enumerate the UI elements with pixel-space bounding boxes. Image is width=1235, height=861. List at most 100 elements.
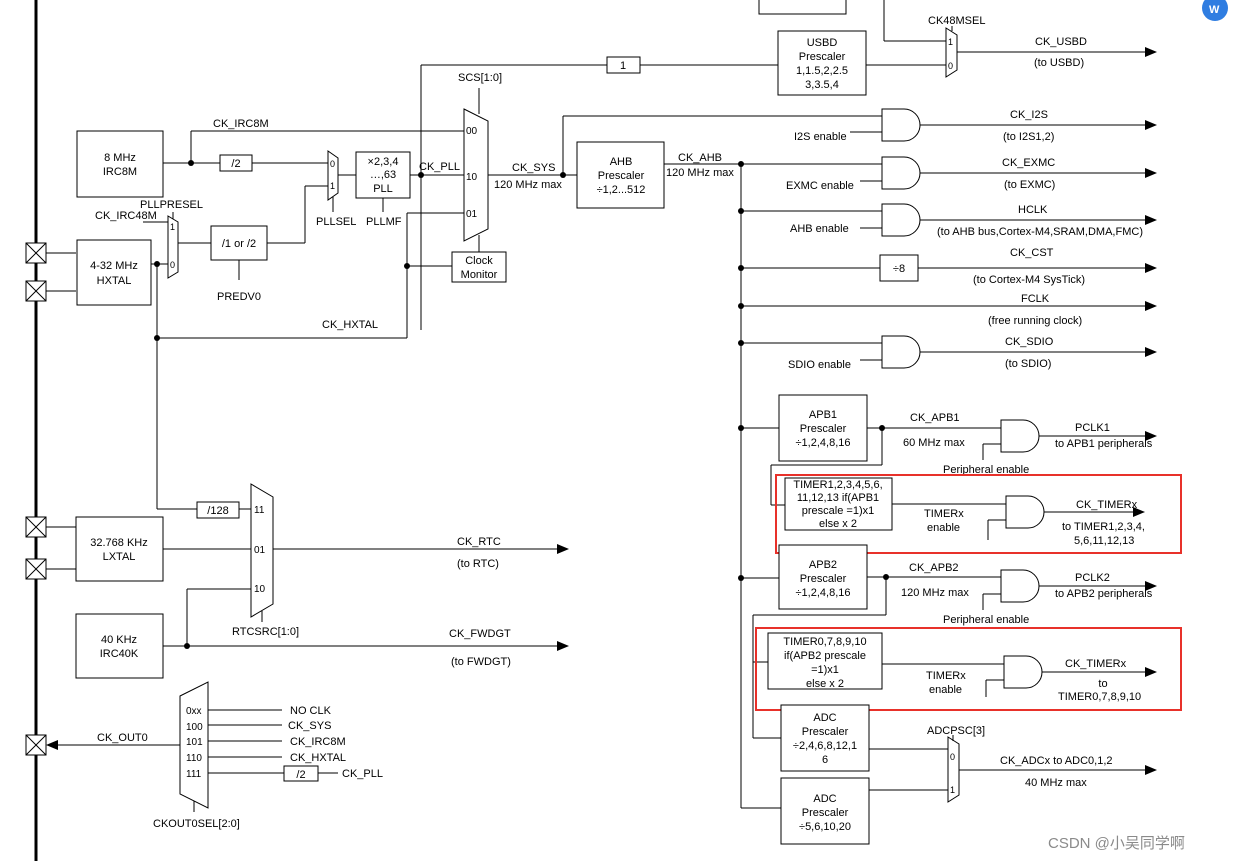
ck-apb2-label: CK_APB2: [909, 562, 959, 574]
to-rtc-label: (to RTC): [457, 558, 499, 570]
i2s-enable-label: I2S enable: [794, 131, 847, 143]
timer0-box-3: =1)x1: [811, 664, 839, 676]
scs-label: SCS[1:0]: [458, 72, 502, 84]
pllmf-label: PLLMF: [366, 216, 402, 228]
ahb-max-label: 120 MHz max: [666, 167, 734, 179]
sys-max-label: 120 MHz max: [494, 179, 562, 191]
rtc-mux: [250, 483, 274, 618]
rtc-mux-in01: 01: [254, 545, 266, 556]
lxtal-label-1: 32.768 KHz: [90, 537, 147, 549]
adc-mux-in1: 1: [950, 785, 955, 795]
ck-irc48m-label: CK_IRC48M: [95, 210, 157, 222]
pll-label-1: ×2,3,4: [368, 156, 399, 168]
pllpresel-mux: [167, 215, 179, 279]
ck-apb1-label: CK_APB1: [910, 412, 960, 424]
ahb-label-2: Prescaler: [598, 170, 645, 182]
pll-label-3: PLL: [373, 183, 393, 195]
exmc-and-gate: [881, 156, 921, 190]
ck48msel-mux: [945, 27, 958, 78]
timer1-box-3: prescale =1)x1: [802, 505, 874, 517]
pin-lxtal-2: [25, 558, 47, 580]
timer0-box-2: if(APB2 prescale: [784, 650, 866, 662]
ck-exmc-label: CK_EXMC: [1002, 157, 1055, 169]
pll-label-2: …,63: [370, 169, 396, 181]
to-timer1-2: 5,6,11,12,13: [1074, 535, 1134, 547]
ck-fwdgt-label: CK_FWDGT: [449, 628, 511, 640]
adc2-label-1: ADC: [813, 793, 836, 805]
scs-in-01: 01: [466, 209, 478, 220]
sdio-enable-label: SDIO enable: [788, 359, 851, 371]
pllpresel-in1: 1: [170, 222, 175, 232]
clock-monitor-1: Clock: [465, 255, 493, 267]
hxtal-label-2: HXTAL: [97, 275, 132, 287]
to-usbd-label: (to USBD): [1034, 57, 1084, 69]
sdio-and-gate: [881, 335, 921, 369]
div128-box: [196, 501, 240, 519]
adc2-label-3: ÷5,6,10,20: [799, 821, 851, 833]
timer1-box-2: 11,12,13 if(APB1: [797, 492, 879, 504]
apb1-label-1: APB1: [809, 409, 837, 421]
timer1-highlight: [775, 474, 1182, 554]
ahb-label-3: ÷1,2...512: [597, 184, 646, 196]
to-fwdgt-label: (to FWDGT): [451, 656, 511, 668]
ck-adcx-label: CK_ADCx to ADC0,1,2: [1000, 755, 1113, 767]
to-apb1-label: to APB1 peripherals: [1055, 438, 1153, 450]
top-partial-box: [758, 0, 847, 15]
adc1-label-1: ADC: [813, 712, 836, 724]
timer0-multiplier-box: [767, 632, 883, 690]
irc40k-label-1: 40 KHz: [101, 634, 137, 646]
adc-prescaler-box-2: [780, 777, 870, 845]
ckout-code-101: 101: [186, 737, 203, 748]
timerx-enable-1b: enable: [927, 522, 960, 534]
timer1-multiplier-box: [784, 477, 893, 531]
ck-sys-label: CK_SYS: [512, 162, 555, 174]
irc8m-box: [76, 130, 164, 198]
timer1-box-4: else x 2: [819, 518, 857, 530]
ckout-code-110: 110: [186, 753, 202, 764]
ck-rtc-label: CK_RTC: [457, 536, 501, 548]
ck-pll-label: CK_PLL: [419, 161, 460, 173]
lxtal-label-2: LXTAL: [103, 551, 136, 563]
timer0-highlight: [755, 627, 1182, 711]
pclk1-label: PCLK1: [1075, 422, 1110, 434]
adc2-label-2: Prescaler: [802, 807, 849, 819]
apb1-label-3: ÷1,2,4,8,16: [796, 437, 851, 449]
div1or2-label: /1 or /2: [222, 238, 256, 250]
adc1-label-3: ÷2,4,6,8,12,1: [793, 740, 857, 752]
free-running-label: (free running clock): [988, 315, 1082, 327]
div8-label: ÷8: [893, 263, 905, 275]
ck-irc8m-top-label: CK_IRC8M: [213, 118, 269, 130]
app-badge-icon[interactable]: W: [1202, 0, 1228, 21]
ck-i2s-label: CK_I2S: [1010, 109, 1048, 121]
adc-prescaler-box-1: [780, 704, 870, 772]
rtc-mux-in11: 11: [254, 505, 265, 516]
apb2-label-2: Prescaler: [800, 573, 847, 585]
hxtal-label-1: 4-32 MHz: [90, 260, 138, 272]
ckout-src-pll: CK_PLL: [342, 768, 383, 780]
div1or2-box: [210, 225, 268, 261]
lxtal-box: [75, 516, 164, 582]
ck48msel-label: CK48MSEL: [928, 15, 985, 27]
pin-hxtal-2: [25, 280, 47, 302]
timer0-box-1: TIMER0,7,8,9,10: [783, 636, 866, 648]
ckout-src-irc8m: CK_IRC8M: [290, 736, 346, 748]
apb2-and-gate: [1000, 569, 1040, 603]
ckout0-mux: [179, 681, 209, 809]
usbd-label-4: 3,3.5,4: [805, 79, 839, 91]
pllpresel-in0: 0: [170, 260, 175, 270]
timerx-enable-2a: TIMERx: [926, 670, 966, 682]
apb1-label-2: Prescaler: [800, 423, 847, 435]
scs-mux: [463, 108, 489, 242]
one-label: 1: [620, 60, 626, 72]
ck-usbd-label: CK_USBD: [1035, 36, 1087, 48]
pllsel-in1: 1: [330, 181, 335, 191]
scs-in-00: 00: [466, 126, 478, 137]
pin-lxtal-1: [25, 516, 47, 538]
scs-in-10: 10: [466, 172, 478, 183]
ahb-and-gate: [881, 203, 921, 237]
apb2-max-label: 120 MHz max: [901, 587, 969, 599]
irc8m-label-2: IRC8M: [103, 166, 137, 178]
apb2-label-1: APB2: [809, 559, 837, 571]
ck-cst-label: CK_CST: [1010, 247, 1054, 259]
pllpresel-label: PLLPRESEL: [140, 199, 203, 211]
